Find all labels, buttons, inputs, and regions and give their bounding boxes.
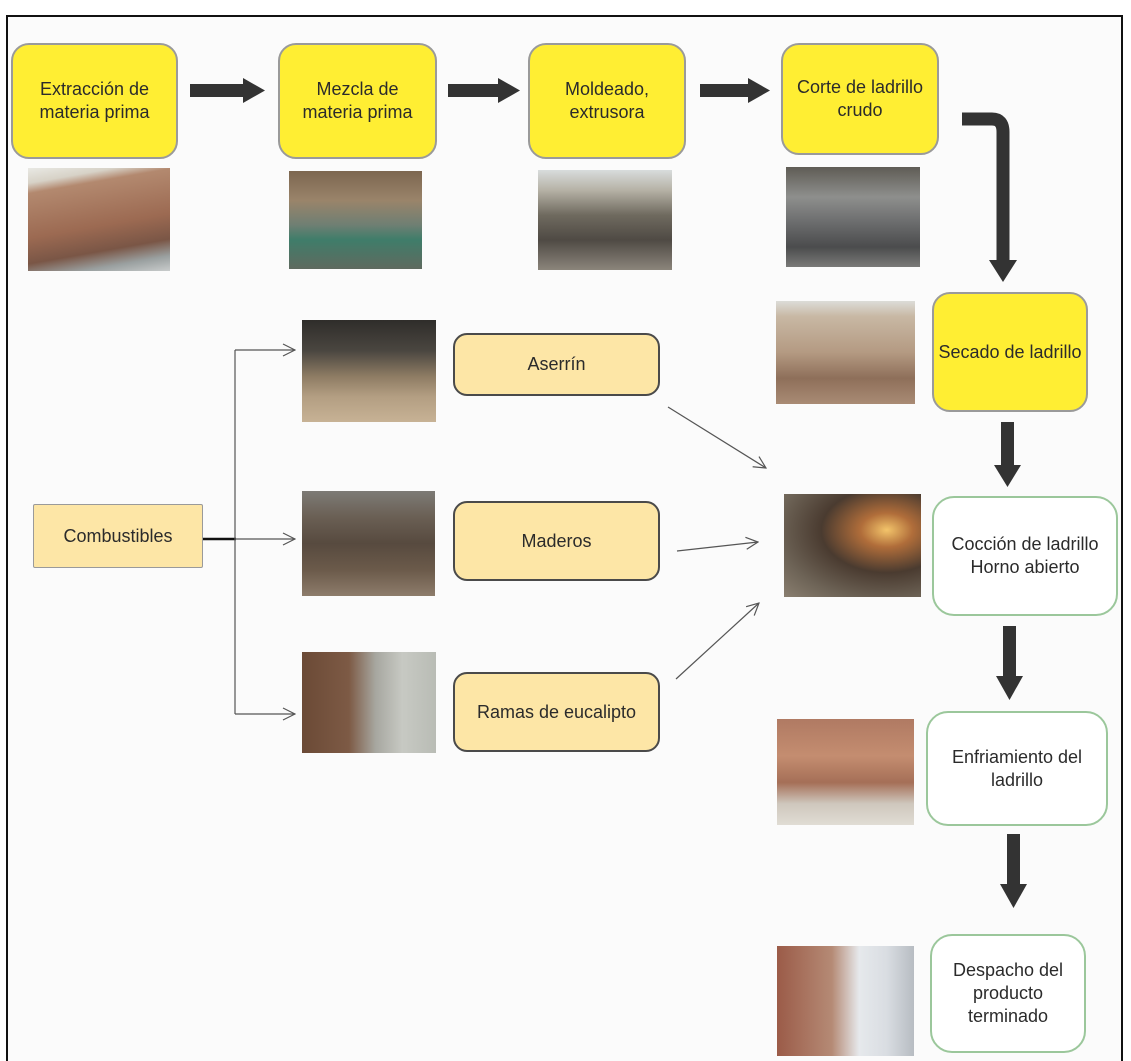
photo-cooling [777, 719, 914, 825]
arrow-coccion-to-enfriamiento [996, 626, 1023, 700]
photo-drying [776, 301, 915, 404]
fuel-maderos: Maderos [453, 501, 660, 581]
arrow-corte-to-secado [962, 112, 1017, 282]
arrow-enfriamiento-to-despacho [1000, 834, 1027, 908]
photo-eucalyptus [302, 652, 436, 753]
photo-kiln [784, 494, 921, 597]
step-extraccion: Extracción de materia prima [11, 43, 178, 159]
arrow-mezcla-to-moldeado [448, 78, 520, 103]
fuel-to-kiln-arrows [667, 406, 766, 680]
fuel-aserrin: Aserrín [453, 333, 660, 396]
photo-dispatch [777, 946, 914, 1056]
photo-cutting [786, 167, 920, 267]
step-corte: Corte de ladrillo crudo [781, 43, 939, 155]
photo-mixing [289, 171, 422, 269]
photo-timber [302, 491, 435, 596]
photo-sawdust [302, 320, 436, 422]
step-despacho: Despacho del producto terminado [930, 934, 1086, 1053]
step-mezcla: Mezcla de materia prima [278, 43, 437, 159]
photo-molding [538, 170, 672, 270]
step-secado: Secado de ladrillo [932, 292, 1088, 412]
fuel-branch-lines [203, 350, 295, 714]
step-enfriamiento: Enfriamiento del ladrillo [926, 711, 1108, 826]
step-coccion: Cocción de ladrillo Horno abierto [932, 496, 1118, 616]
fuel-ramas: Ramas de eucalipto [453, 672, 660, 752]
step-moldeado: Moldeado, extrusora [528, 43, 686, 159]
arrow-extraccion-to-mezcla [190, 78, 265, 103]
arrow-secado-to-coccion [994, 422, 1021, 487]
arrow-moldeado-to-corte [700, 78, 770, 103]
photo-extraction [28, 168, 170, 271]
fuel-combustibles: Combustibles [33, 504, 203, 568]
